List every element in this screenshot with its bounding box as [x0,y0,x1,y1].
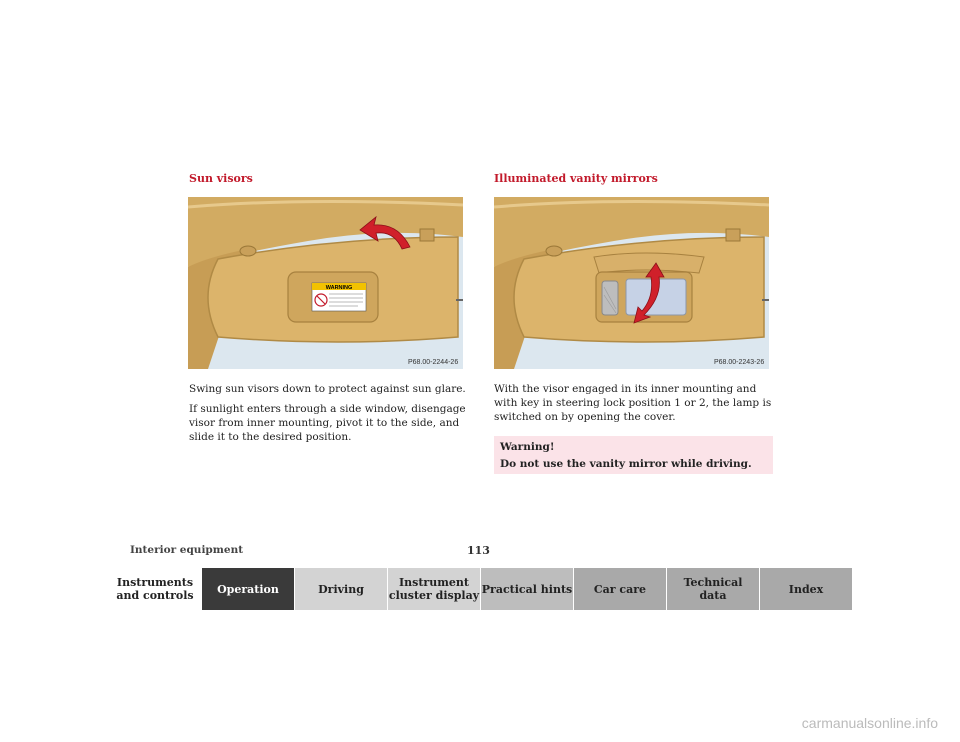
tab-instruments-and-controls[interactable]: Instruments and controls [109,568,202,610]
tab-instrument-cluster-display[interactable]: Instrument cluster display [388,568,481,610]
tab-practical-hints[interactable]: Practical hints [481,568,574,610]
tab-label: Operation [217,582,279,596]
page-number: 113 [467,544,490,557]
tab-label: Instrument cluster display [388,576,480,602]
paragraph: With the visor engaged in its inner moun… [494,383,772,423]
tab-technical-data[interactable]: Technical data [667,568,760,610]
chapter-nav-bar: Instruments and controls Operation Drivi… [109,568,852,610]
figure-code: P68.00-2244-26 [408,359,459,366]
sun-visor-figure: WARNING P68.00-2244-26 [188,197,463,369]
tab-label: Driving [318,582,364,596]
figure-code: P68.00-2243-26 [714,359,765,366]
warning-message: Do not use the vanity mirror while drivi… [500,458,752,470]
tab-label: Technical data [683,576,743,602]
heading-sun-visors: Sun visors [189,172,253,185]
right-body-text: With the visor engaged in its inner moun… [494,382,776,430]
heading-vanity-mirrors: Illuminated vanity mirrors [494,172,658,185]
left-body-text: Swing sun visors down to protect against… [189,382,469,450]
tab-label: Index [788,582,824,596]
warning-box: Warning! Do not use the vanity mirror wh… [494,436,773,474]
section-title: Interior equipment [130,544,244,556]
warning-sticker-label: WARNING [326,285,353,291]
tab-index[interactable]: Index [760,568,852,610]
paragraph: Swing sun visors down to protect against… [189,383,466,395]
tab-car-care[interactable]: Car care [574,568,667,610]
tab-driving[interactable]: Driving [295,568,388,610]
tab-label: Car care [593,582,647,596]
tab-operation[interactable]: Operation [202,568,295,610]
vanity-mirror-figure: P68.00-2243-26 [494,197,769,369]
watermark: carmanualsonline.info [801,715,938,731]
warning-title: Warning! [500,441,555,453]
tab-label: Instruments and controls [116,576,194,602]
paragraph: If sunlight enters through a side window… [189,403,466,443]
tab-label: Practical hints [481,582,573,596]
